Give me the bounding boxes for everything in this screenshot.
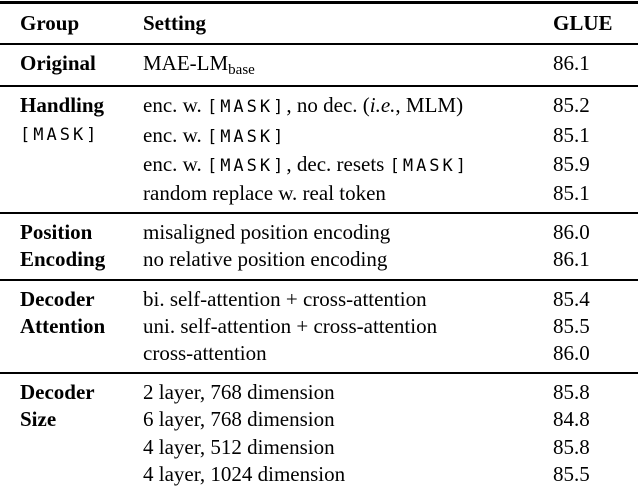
glue-value: 86.1 bbox=[553, 51, 590, 76]
table-row: uni. self-attention + cross-attention 85.… bbox=[0, 313, 638, 340]
group-line: Encoding bbox=[20, 246, 143, 273]
setting-cell: enc. w. [MASK] bbox=[143, 122, 553, 151]
glue-value: 85.5 bbox=[553, 313, 590, 338]
glue-value: 86.1 bbox=[553, 247, 590, 272]
text-segment-mono: [MASK] bbox=[206, 126, 287, 147]
table-row: cross-attention 86.0 bbox=[0, 340, 638, 373]
text-segment-bold: Attention bbox=[20, 313, 106, 338]
section-handling-mask: Handling[MASK]enc. w. [MASK], no dec. (i… bbox=[0, 86, 638, 213]
glue-value: 85.8 bbox=[553, 434, 590, 459]
text-segment-plain: bi. self-attention + cross-attention bbox=[143, 286, 427, 311]
text-segment-plain: , no dec. ( bbox=[286, 93, 370, 118]
table-row: random replace w. real token 85.1 bbox=[0, 180, 638, 213]
setting-cell: uni. self-attention + cross-attention bbox=[143, 313, 553, 340]
text-segment-plain: 2 layer, 768 dimension bbox=[143, 380, 335, 405]
table-row: enc. w. [MASK], dec. resets [MASK]85.9 bbox=[0, 151, 638, 180]
group-line: Handling bbox=[20, 92, 143, 119]
text-segment-plain: MAE-LM bbox=[143, 51, 229, 76]
setting-cell: MAE-LMbase bbox=[143, 44, 553, 86]
text-segment-plain: 6 layer, 768 dimension bbox=[143, 407, 335, 432]
text-segment-plain: random replace w. real token bbox=[143, 181, 386, 206]
group-cell: Original bbox=[0, 44, 143, 86]
group-line: Attention bbox=[20, 313, 143, 340]
glue-value: 85.1 bbox=[553, 181, 590, 206]
group-line: Size bbox=[20, 406, 143, 433]
table-row: Handling[MASK]enc. w. [MASK], no dec. (i… bbox=[0, 86, 638, 144]
setting-cell: enc. w. [MASK], no dec. (i.e., MLM) bbox=[143, 86, 553, 121]
text-segment-mono: [MASK] bbox=[389, 155, 470, 176]
text-segment-plain: cross-attention bbox=[143, 341, 267, 366]
text-segment-bold: Original bbox=[20, 51, 96, 76]
setting-cell: 4 layer, 1024 dimension bbox=[143, 461, 553, 492]
glue-value: 85.1 bbox=[553, 122, 590, 147]
glue-value: 85.5 bbox=[553, 461, 590, 486]
table-row: 4 layer, 1024 dimension 85.5 bbox=[0, 461, 638, 492]
glue-value: 85.8 bbox=[553, 380, 590, 405]
table-row: enc. w. [MASK]85.1 bbox=[0, 122, 638, 151]
table-header: Group Setting GLUE bbox=[0, 3, 638, 45]
glue-value: 86.0 bbox=[553, 220, 590, 245]
text-segment-italic: i.e. bbox=[369, 93, 396, 118]
group-line: Decoder bbox=[20, 286, 143, 313]
setting-cell: bi. self-attention + cross-attention bbox=[143, 280, 553, 313]
header-row: Group Setting GLUE bbox=[0, 3, 638, 45]
text-segment-plain: , MLM) bbox=[395, 93, 464, 118]
text-segment-plain: 4 layer, 1024 dimension bbox=[143, 461, 346, 486]
text-segment-bold: Encoding bbox=[20, 247, 106, 272]
text-segment-plain: 4 layer, 512 dimension bbox=[143, 434, 335, 459]
setting-cell: 4 layer, 512 dimension bbox=[143, 434, 553, 461]
text-segment-bold: Decoder bbox=[20, 286, 95, 311]
group-line: Decoder bbox=[20, 379, 143, 406]
text-segment-bold: Size bbox=[20, 407, 57, 432]
setting-cell: misaligned position encoding bbox=[143, 213, 553, 246]
table-row: 6 layer, 768 dimension 84.8 bbox=[0, 406, 638, 433]
text-segment-plain: uni. self-attention + cross-attention bbox=[143, 313, 438, 338]
text-segment-plain: misaligned position encoding bbox=[143, 220, 391, 245]
col-header-glue: GLUE bbox=[553, 11, 613, 35]
col-header-setting: Setting bbox=[143, 11, 206, 35]
setting-cell: cross-attention bbox=[143, 340, 553, 373]
group-cell: Handling [MASK] bbox=[0, 86, 143, 213]
setting-cell: random replace w. real token bbox=[143, 180, 553, 213]
text-segment-plain: no relative position encoding bbox=[143, 247, 388, 272]
text-segment-mono: [MASK] bbox=[20, 124, 100, 145]
group-line: [MASK] bbox=[20, 120, 143, 149]
text-segment-plain: enc. w. bbox=[143, 151, 207, 176]
setting-cell: 2 layer, 768 dimension bbox=[143, 373, 553, 406]
text-segment-plain: , dec. resets bbox=[286, 151, 390, 176]
setting-cell: 6 layer, 768 dimension bbox=[143, 406, 553, 433]
glue-value: 85.4 bbox=[553, 286, 590, 311]
text-segment-bold: Handling bbox=[20, 93, 105, 118]
text-segment-plain: enc. w. bbox=[143, 122, 207, 147]
text-segment-mono: [MASK] bbox=[206, 155, 287, 176]
table-row: 4 layer, 512 dimension 85.8 bbox=[0, 434, 638, 461]
glue-value: 86.0 bbox=[553, 341, 590, 366]
group-line: Position bbox=[20, 219, 143, 246]
group-line: Original bbox=[20, 50, 143, 77]
table-row: no relative position encoding 86.1 bbox=[0, 246, 638, 279]
col-header-group: Group bbox=[20, 11, 80, 35]
glue-value: 85.9 bbox=[553, 151, 590, 176]
glue-value: 84.8 bbox=[553, 407, 590, 432]
text-segment-plain: enc. w. bbox=[143, 93, 207, 118]
text-segment-bold: Decoder bbox=[20, 380, 95, 405]
text-segment-mono: [MASK] bbox=[206, 97, 287, 118]
setting-cell: no relative position encoding bbox=[143, 246, 553, 279]
text-segment-bold: Position bbox=[20, 220, 93, 245]
text-segment-sub: base bbox=[228, 62, 255, 79]
setting-cell: enc. w. [MASK], dec. resets [MASK] bbox=[143, 151, 553, 180]
glue-value: 85.2 bbox=[553, 93, 590, 118]
